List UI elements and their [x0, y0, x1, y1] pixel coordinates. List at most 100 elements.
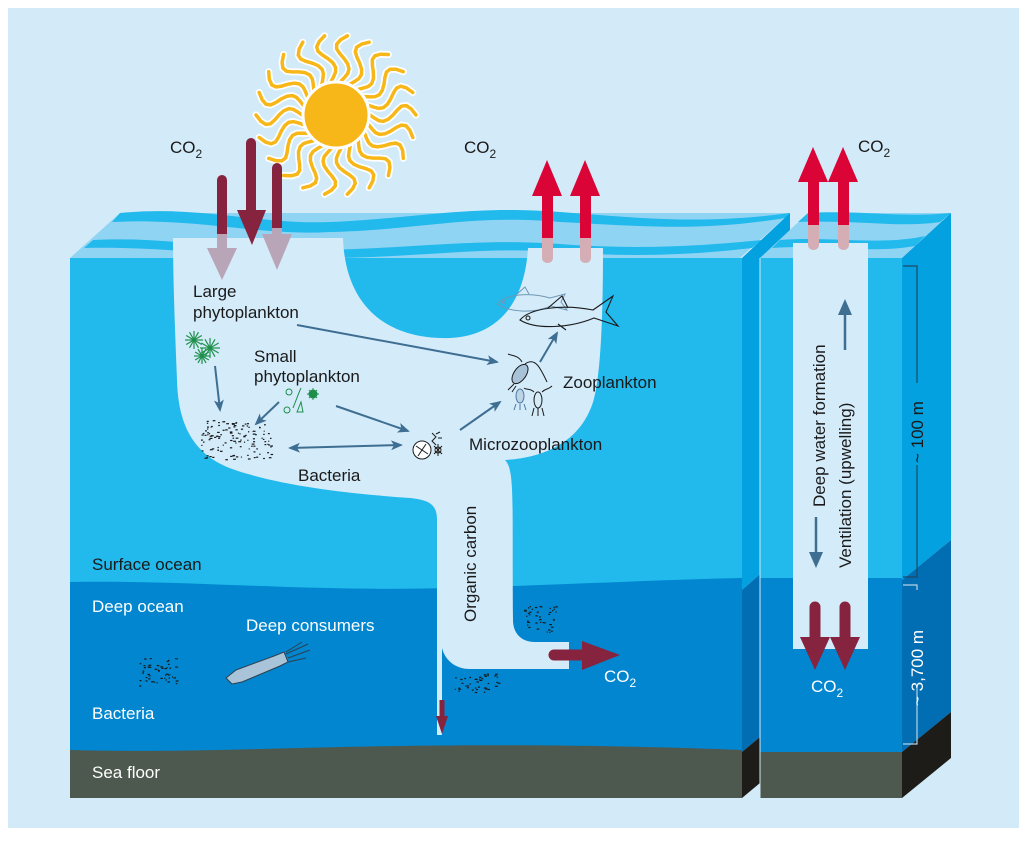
small-phytoplankton-icon [283, 387, 319, 414]
bacterium [466, 685, 469, 687]
diatom-spine [185, 339, 195, 346]
bacterium [552, 610, 554, 612]
bacterium [483, 674, 487, 676]
bacterium [175, 680, 179, 682]
bacterium [270, 446, 272, 448]
bacterium [494, 685, 498, 687]
bacterium [529, 606, 531, 608]
bacterium [229, 432, 233, 434]
bacterium [531, 608, 534, 610]
bacterium [201, 434, 204, 436]
bacteria-cluster-icon [524, 605, 558, 633]
bacterium [458, 688, 462, 690]
bacterium [240, 456, 242, 458]
bacteria-label: Bacteria [298, 466, 361, 485]
sun-ray [366, 84, 415, 111]
sun-ray [266, 69, 310, 99]
organic-carbon-label: Organic carbon [461, 506, 480, 622]
sun-ray [356, 138, 392, 178]
bacterium [268, 440, 270, 442]
sea-floor-label: Sea floor [92, 763, 160, 782]
bacterium [549, 611, 552, 613]
co2-uptake-arrows [207, 138, 292, 280]
diatom-spine [193, 339, 203, 346]
bacterium [142, 671, 144, 674]
bacterium [217, 449, 219, 451]
diatom-spine [197, 355, 203, 364]
sun-icon [252, 32, 420, 198]
bacterium [218, 424, 220, 427]
bacterium [535, 615, 538, 617]
diatom-spine [209, 347, 219, 354]
diatom-spine [201, 348, 207, 357]
bacterium [475, 678, 477, 680]
bacterium [160, 677, 163, 679]
bacterium [143, 667, 146, 669]
bacterium [167, 659, 170, 662]
bacterium [252, 430, 256, 432]
bacterium [474, 691, 478, 694]
bacterium [496, 676, 499, 678]
diatom-spine [209, 347, 216, 357]
bacterium [212, 420, 216, 422]
bacterium [555, 611, 557, 613]
bacterium [149, 658, 152, 660]
co2-down-arrow [237, 138, 266, 245]
microzooplankton-label: Microzooplankton [469, 435, 602, 454]
bacterium [479, 678, 481, 680]
bacterium [242, 425, 245, 427]
bacterium [469, 676, 472, 679]
bacterium [252, 438, 255, 440]
bacterium [487, 682, 490, 685]
bacterium [172, 676, 173, 678]
bacterium [148, 666, 152, 668]
bacterium [268, 444, 270, 446]
depth-deep-label: ~ 3,700 m [908, 630, 927, 706]
bacterium [206, 420, 209, 422]
bacterium [235, 429, 238, 431]
deep-consumers-label: Deep consumers [246, 616, 375, 635]
bacterium [225, 429, 228, 431]
bacterium [244, 441, 246, 443]
squid-icon [225, 641, 311, 685]
bacterium [231, 423, 235, 425]
bacterium [165, 673, 169, 675]
bacterium [553, 608, 555, 610]
bacterium [263, 457, 265, 460]
bacterium [211, 425, 213, 428]
bacterium [201, 450, 204, 452]
bacterium [209, 437, 213, 439]
upwelling-arrow [838, 299, 852, 350]
bacterium [218, 437, 221, 439]
bacterium [175, 666, 178, 668]
diatom-spine [201, 342, 211, 349]
bacterium [259, 427, 261, 429]
bacterium [209, 449, 213, 451]
bacterium [466, 687, 469, 689]
bacterium [267, 452, 269, 454]
bacterium [217, 446, 219, 449]
bacterium [231, 435, 234, 437]
flow-arrow [335, 405, 410, 433]
bacterium [270, 445, 273, 447]
bacterium [235, 422, 237, 424]
bacterium [226, 423, 229, 425]
bacterium [233, 440, 236, 442]
bacterium [144, 658, 147, 660]
bacterium [151, 681, 154, 683]
bacterium [536, 628, 540, 630]
bacterium [553, 606, 555, 608]
bacterium [256, 448, 258, 450]
diatom-spine [193, 339, 200, 349]
bacterium [270, 453, 274, 456]
bacterium [167, 681, 170, 683]
bacterium [145, 680, 148, 682]
bacterium [169, 667, 172, 669]
fish-icon [496, 286, 569, 312]
bacterium [483, 691, 486, 693]
bacterium [210, 426, 212, 428]
bacterium [471, 689, 474, 691]
bacterium [204, 434, 207, 436]
bacterium [263, 433, 265, 435]
